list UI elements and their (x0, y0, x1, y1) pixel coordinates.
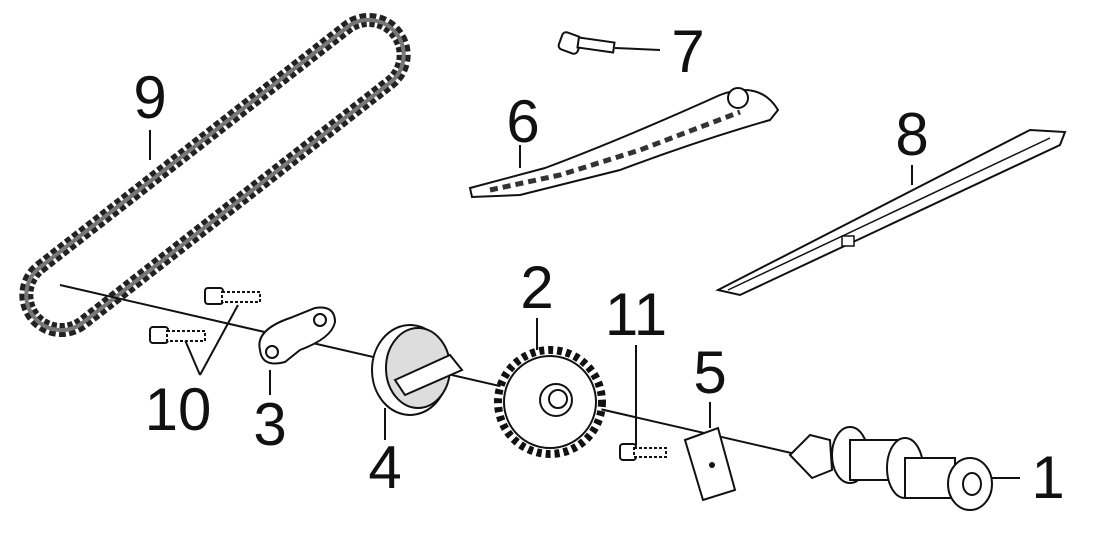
part-label-1: 1 (1031, 444, 1065, 511)
lock-plate (683, 426, 737, 502)
leader-lines (149, 47, 1020, 479)
plate (258, 306, 337, 365)
chain-guide (715, 128, 1067, 297)
cam-chain (19, 12, 411, 338)
decompressor (371, 324, 464, 416)
sprocket-bolt (619, 443, 667, 461)
guide-bolt (557, 31, 616, 55)
tensioner-guide (468, 87, 780, 199)
part-label-11: 11 (604, 281, 668, 348)
camshaft (788, 426, 993, 511)
part-label-9: 9 (133, 64, 167, 131)
bolts-pair (149, 287, 261, 344)
part-label-10: 10 (144, 376, 212, 443)
part-label-5: 5 (693, 339, 727, 406)
part-label-7: 7 (671, 18, 705, 85)
part-label-2: 2 (520, 254, 554, 321)
part-label-8: 8 (895, 101, 929, 168)
cam-sprocket (494, 346, 606, 458)
part-label-3: 3 (253, 391, 287, 458)
part-label-4: 4 (368, 434, 402, 501)
part-label-6: 6 (506, 88, 540, 155)
